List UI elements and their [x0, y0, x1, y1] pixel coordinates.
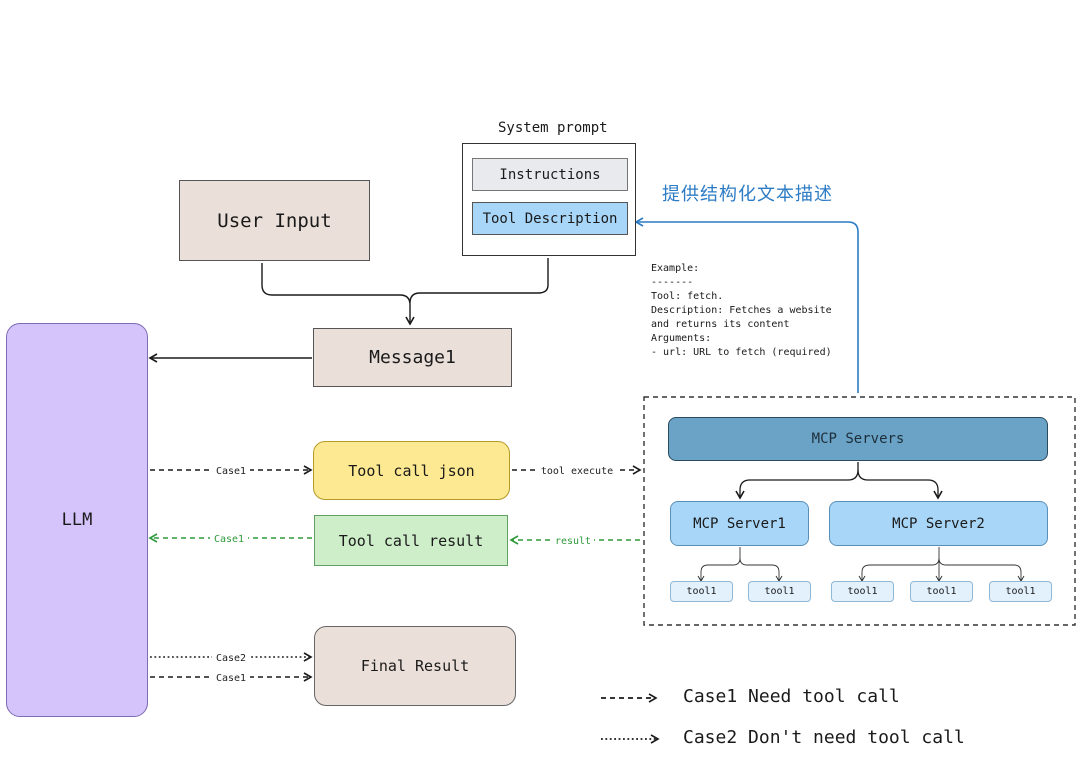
case1-result-label: Case1: [214, 534, 244, 545]
example-text: Example: ------- Tool: fetch. Descriptio…: [651, 262, 832, 360]
final-result-box: Final Result: [314, 626, 516, 706]
user-input-box: User Input: [179, 180, 370, 261]
tool1-box: tool1: [670, 581, 733, 602]
tool1-box: tool1: [989, 581, 1052, 602]
case1-final-label: Case1: [216, 673, 246, 684]
mcp-container: [643, 396, 1076, 626]
example-line: Example:: [651, 263, 700, 274]
llm-box: LLM: [6, 323, 148, 717]
system-prompt-to-message-arrow: [409, 258, 549, 304]
system-prompt-title: System prompt: [498, 120, 608, 136]
tool-call-result-box: Tool call result: [314, 515, 508, 566]
tool-execute-label: tool execute: [541, 466, 613, 477]
mcp-servers-box: MCP Servers: [668, 417, 1048, 461]
legend-case1-text: Case1 Need tool call: [683, 686, 900, 707]
structured-description-annotation: 提供结构化文本描述: [662, 184, 833, 205]
message1-box: Message1: [313, 328, 512, 387]
example-line: Tool: fetch.: [651, 291, 724, 302]
tool-description-box: Tool Description: [472, 202, 628, 235]
tool-call-json-box: Tool call json: [313, 441, 510, 500]
instructions-box: Instructions: [472, 158, 628, 191]
tool1-box: tool1: [910, 581, 973, 602]
example-line: Arguments:: [651, 333, 712, 344]
mcp-server1-box: MCP Server1: [670, 501, 809, 546]
example-line: and returns its content: [651, 319, 790, 330]
example-line: - url: URL to fetch (required): [651, 347, 832, 358]
tool1-box: tool1: [748, 581, 811, 602]
case2-label: Case2: [216, 653, 246, 664]
result-label: result: [555, 536, 591, 547]
case1-label: Case1: [216, 466, 246, 477]
example-line: -------: [651, 277, 694, 288]
tool1-box: tool1: [831, 581, 894, 602]
legend-case2-text: Case2 Don't need tool call: [683, 727, 965, 748]
mcp-to-tool-description-arrow: [634, 217, 859, 393]
mcp-split-arrows: [735, 462, 859, 500]
user-input-to-message-arrow: [261, 263, 415, 326]
server1-tool-arrows: [697, 547, 741, 582]
mcp-server2-box: MCP Server2: [829, 501, 1048, 546]
example-line: Description: Fetches a website: [651, 305, 832, 316]
